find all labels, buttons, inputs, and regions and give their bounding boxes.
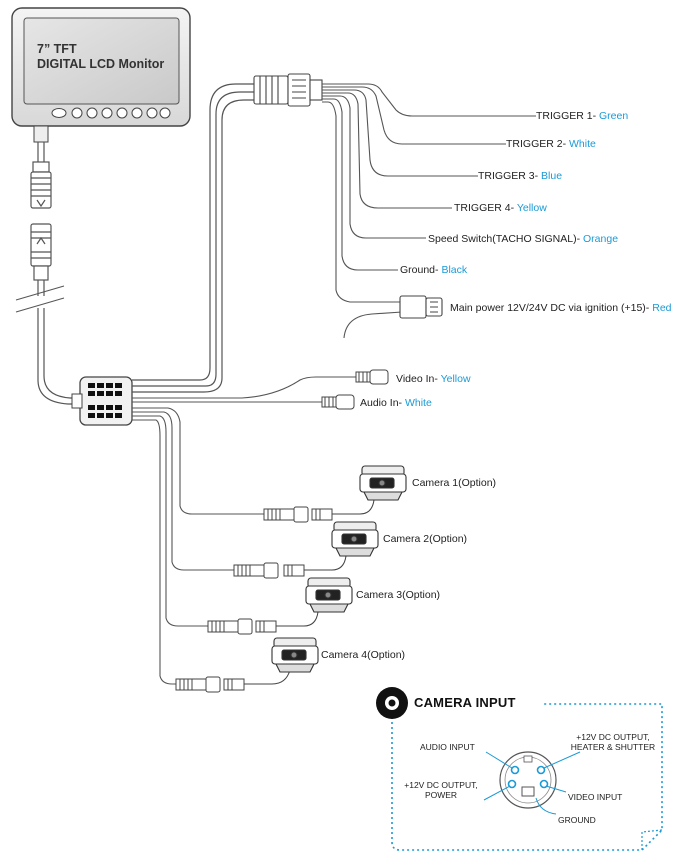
monitor <box>11 7 191 143</box>
camera-1-icon <box>359 465 407 501</box>
monitor-title-line2: DIGITAL LCD Monitor <box>37 57 165 71</box>
camera-3-icon <box>305 577 353 613</box>
audio-in-plug <box>321 394 355 410</box>
camera-input-title: CAMERA INPUT <box>414 695 516 710</box>
camera-1-label: Camera 1(Option) <box>412 477 497 489</box>
camera-2-label: Camera 2(Option) <box>383 533 468 545</box>
power-connector <box>399 295 443 319</box>
video-in-label: Video In- Yellow <box>396 373 471 385</box>
speed-switch-label: Speed Switch(TACHO SIGNAL)- Orange <box>428 233 619 245</box>
trigger-connector <box>253 73 323 107</box>
trigger2-label: TRIGGER 2- White <box>506 138 596 150</box>
camera-3-label: Camera 3(Option) <box>356 589 441 601</box>
monitor-title-line1: 7” TFT <box>37 42 77 56</box>
av-input-wires <box>132 376 356 403</box>
pin-audio-input-label: AUDIO INPUT <box>420 742 475 752</box>
camera-wires <box>132 407 264 685</box>
audio-in-label: Audio In- White <box>360 397 432 409</box>
camera-4-label: Camera 4(Option) <box>321 649 406 661</box>
camera-2-icon <box>331 521 379 557</box>
trigger3-label: TRIGGER 3- Blue <box>478 170 563 182</box>
pin-ground-label: GROUND <box>558 815 596 825</box>
pin-dc-power-label: +12V DC OUTPUT,POWER <box>404 780 478 800</box>
camera-4-icon <box>271 637 319 673</box>
trigger1-label: TRIGGER 1- Green <box>536 110 629 122</box>
main-power-label: Main power 12V/24V DC via ignition (+15)… <box>450 302 672 314</box>
video-in-plug <box>355 369 389 385</box>
monitor-buttons <box>51 107 171 119</box>
trigger-wires <box>322 83 536 339</box>
junction-box <box>71 376 133 426</box>
camera-connectors <box>175 487 377 693</box>
monitor-cable <box>15 142 80 405</box>
camera-input-panel <box>376 687 663 851</box>
main-harness <box>132 83 254 393</box>
pin-dc-heater-label: +12V DC OUTPUT,HEATER & SHUTTER <box>570 732 656 752</box>
pin-video-input-label: VIDEO INPUT <box>568 792 623 802</box>
trigger4-label: TRIGGER 4- Yellow <box>454 202 547 214</box>
ground-label: Ground- Black <box>400 264 468 276</box>
